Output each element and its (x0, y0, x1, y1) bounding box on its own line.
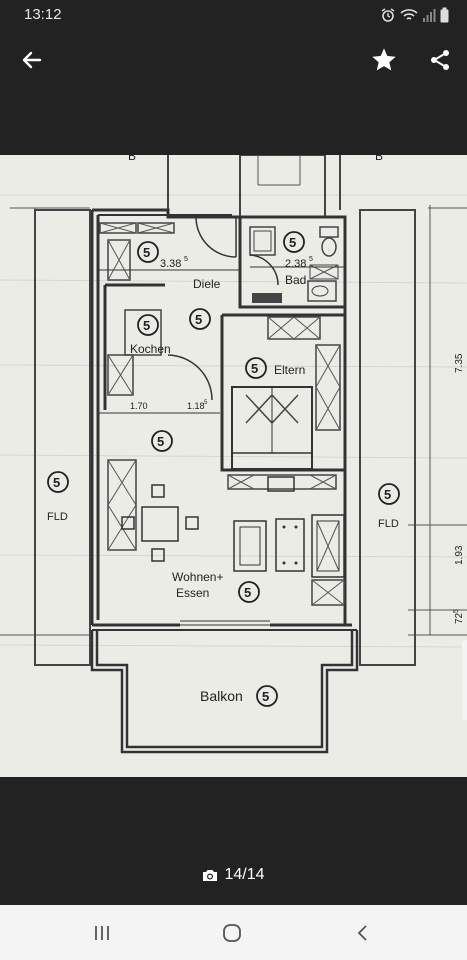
label-bad: Bad (285, 273, 306, 287)
share-button[interactable] (420, 40, 460, 80)
label-diele: Diele (193, 277, 221, 291)
svg-text:5: 5 (244, 585, 251, 600)
floor-plan-image: B B (0, 155, 467, 777)
dim-338: 3.38 (160, 258, 181, 270)
label-wohnen-1: Wohnen+ (172, 570, 224, 584)
label-fld-right: FLD (378, 518, 399, 530)
star-icon (372, 48, 396, 71)
label-balkon: Balkon (200, 688, 243, 704)
back-chevron-icon (357, 925, 367, 941)
signal-icon (423, 9, 436, 22)
svg-text:5: 5 (143, 245, 150, 260)
svg-text:5: 5 (143, 318, 150, 333)
dim-193: 1.93 (454, 545, 465, 565)
dim-118: 1.18 (187, 401, 205, 411)
svg-text:5: 5 (195, 312, 202, 327)
dim-118-sup: 5 (204, 400, 208, 406)
favorite-button[interactable] (364, 40, 404, 80)
share-icon (431, 50, 449, 70)
camera-icon (203, 870, 218, 881)
battery-icon (440, 7, 449, 23)
dim-170: 1.70 (130, 401, 148, 411)
dim-338-sup: 5 (184, 256, 188, 263)
label-wohnen-2: Essen (176, 586, 209, 600)
home-button[interactable] (212, 915, 252, 951)
number-badge: 5 (137, 314, 159, 336)
home-icon (223, 924, 241, 942)
number-badge: 5 (256, 685, 278, 707)
system-nav-bar (0, 905, 467, 960)
arrow-left-icon (22, 51, 42, 69)
badge-group: 5 5 5 5 5 5 5 5 5 5 (47, 231, 400, 707)
svg-text:5: 5 (157, 434, 164, 449)
dim-238: 2.38 (285, 258, 306, 270)
image-viewer[interactable]: B B (0, 155, 467, 777)
number-badge: 5 (378, 483, 400, 505)
back-button[interactable] (12, 40, 52, 80)
number-badge: 5 (151, 430, 173, 452)
dim-735: 7.35 (454, 353, 465, 373)
wifi-icon (400, 9, 418, 20)
svg-text:5: 5 (251, 361, 258, 376)
recents-icon (95, 926, 109, 940)
photo-counter-text: 14/14 (224, 866, 265, 883)
number-badge: 5 (245, 357, 267, 379)
svg-text:5: 5 (262, 689, 269, 704)
label-eltern: Eltern (274, 363, 305, 377)
marker-b-right: B (375, 155, 383, 163)
label-kochen: Kochen (130, 342, 171, 356)
status-time: 13:12 (24, 6, 62, 23)
edge-panel-handle[interactable] (462, 640, 467, 720)
number-badge: 5 (137, 241, 159, 263)
svg-text:5: 5 (384, 487, 391, 502)
dim-72-sup: 5 (453, 609, 460, 613)
nav-back-button[interactable] (343, 915, 383, 951)
recents-button[interactable] (82, 915, 122, 951)
app-bar (0, 30, 467, 155)
marker-b-left: B (128, 155, 136, 163)
number-badge: 5 (189, 308, 211, 330)
number-badge: 5 (47, 471, 69, 493)
number-badge: 5 (283, 231, 305, 253)
dim-72: 72 (454, 612, 465, 624)
status-bar: 13:12 (0, 0, 467, 30)
photo-counter: 14/14 (0, 866, 467, 884)
alarm-icon (381, 8, 395, 22)
dim-238-sup: 5 (309, 256, 313, 263)
svg-text:5: 5 (289, 235, 296, 250)
svg-text:5: 5 (53, 475, 60, 490)
number-badge: 5 (238, 581, 260, 603)
label-fld-left: FLD (47, 511, 68, 523)
status-icons (380, 7, 449, 23)
